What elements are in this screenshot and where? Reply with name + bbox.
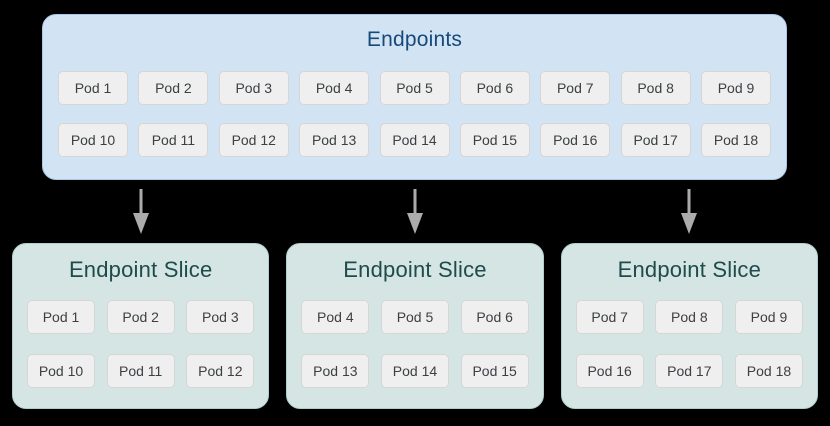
pod-box: Pod 6 — [460, 300, 529, 334]
pod-box: Pod 18 — [701, 123, 771, 157]
down-arrow-icon — [407, 189, 423, 234]
pod-box: Pod 14 — [380, 354, 449, 388]
pod-box: Pod 1 — [27, 300, 95, 334]
endpoint-slice-title: Endpoint Slice — [617, 257, 762, 282]
pod-box: Pod 3 — [186, 300, 255, 334]
endpoints-pod-row-1: Pod 1 Pod 2 Pod 3 Pod 4 Pod 5 Pod 6 Pod … — [58, 71, 771, 105]
pod-box: Pod 3 — [218, 71, 289, 105]
endpoint-slices-row: Endpoint Slice Pod 1 Pod 2 Pod 3 Pod 10 … — [12, 243, 818, 409]
slice-3-pod-row-1: Pod 7 Pod 8 Pod 9 — [575, 300, 803, 334]
slice-1-pod-row-2: Pod 10 Pod 11 Pod 12 — [27, 354, 255, 388]
pod-box: Pod 11 — [106, 354, 175, 388]
pod-box: Pod 1 — [58, 71, 128, 105]
pod-box: Pod 13 — [299, 123, 370, 157]
down-arrow-icon — [681, 189, 697, 234]
pod-box: Pod 13 — [301, 354, 370, 388]
slice-2-pod-row-1: Pod 4 Pod 5 Pod 6 — [301, 300, 529, 334]
slice-1-pod-row-1: Pod 1 Pod 2 Pod 3 — [27, 300, 255, 334]
pod-box: Pod 10 — [27, 354, 95, 388]
pod-box: Pod 8 — [655, 300, 724, 334]
endpoint-slice-title: Endpoint Slice — [68, 257, 213, 282]
endpoint-slice-box-2: Endpoint Slice Pod 4 Pod 5 Pod 6 Pod 13 … — [286, 243, 544, 409]
endpoint-slice-box-1: Endpoint Slice Pod 1 Pod 2 Pod 3 Pod 10 … — [12, 243, 270, 409]
pod-box: Pod 12 — [218, 123, 289, 157]
pod-box: Pod 8 — [620, 71, 691, 105]
pod-box: Pod 2 — [106, 300, 175, 334]
pod-box: Pod 11 — [138, 123, 209, 157]
pod-box: Pod 14 — [379, 123, 450, 157]
endpoints-pod-row-2: Pod 10 Pod 11 Pod 12 Pod 13 Pod 14 Pod 1… — [58, 123, 771, 157]
endpoint-slice-title: Endpoint Slice — [343, 257, 487, 282]
slice-2-pod-row-2: Pod 13 Pod 14 Pod 15 — [301, 354, 529, 388]
pod-box: Pod 4 — [301, 300, 370, 334]
pod-box: Pod 5 — [379, 71, 450, 105]
down-arrow-icon — [133, 189, 149, 234]
pod-box: Pod 17 — [655, 354, 724, 388]
pod-box: Pod 16 — [575, 354, 644, 388]
pod-box: Pod 12 — [186, 354, 255, 388]
pod-box: Pod 4 — [299, 71, 370, 105]
pod-box: Pod 9 — [701, 71, 771, 105]
pod-box: Pod 15 — [460, 354, 529, 388]
pod-box: Pod 10 — [58, 123, 128, 157]
pod-box: Pod 5 — [380, 300, 449, 334]
pod-box: Pod 6 — [459, 71, 530, 105]
endpoint-slice-box-3: Endpoint Slice Pod 7 Pod 8 Pod 9 Pod 16 … — [560, 243, 818, 409]
pod-box: Pod 16 — [540, 123, 611, 157]
pod-box: Pod 15 — [459, 123, 530, 157]
slice-3-pod-row-2: Pod 16 Pod 17 Pod 18 — [575, 354, 803, 388]
pod-box: Pod 18 — [734, 354, 803, 388]
endpoints-box: Endpoints Pod 1 Pod 2 Pod 3 Pod 4 Pod 5 … — [42, 14, 787, 180]
pod-box: Pod 2 — [138, 71, 209, 105]
pod-box: Pod 7 — [540, 71, 611, 105]
pod-box: Pod 17 — [620, 123, 691, 157]
endpoints-title: Endpoints — [366, 28, 463, 51]
pod-box: Pod 7 — [575, 300, 644, 334]
pod-box: Pod 9 — [734, 300, 803, 334]
